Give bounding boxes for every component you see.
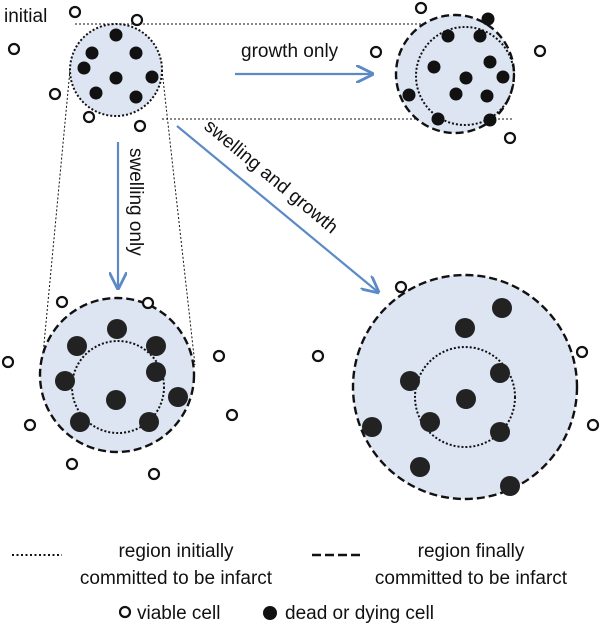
legend-viable: viable cell xyxy=(137,603,220,624)
dead-cell xyxy=(129,90,143,104)
viable-cell xyxy=(133,119,147,133)
dead-cell xyxy=(500,476,520,496)
legend-dotted-line1: region initially xyxy=(118,541,234,562)
dead-cell xyxy=(456,389,476,409)
viable-cell xyxy=(82,110,96,124)
viable-cell xyxy=(533,44,547,58)
dead-cell xyxy=(400,371,420,391)
dead-cell xyxy=(496,70,510,84)
dead-cell xyxy=(106,390,126,410)
label-initial: initial xyxy=(4,6,47,27)
dead-cell xyxy=(483,113,497,127)
dead-cell xyxy=(410,457,430,477)
dead-cell xyxy=(70,412,90,432)
dead-cell xyxy=(449,87,463,101)
dead-cell xyxy=(109,71,123,85)
label-swelling-and-growth: swelling and growth xyxy=(200,116,342,239)
viable-cell xyxy=(414,1,428,15)
dead-cell xyxy=(420,412,440,432)
legend-viable-marker xyxy=(118,605,132,619)
region-sg-outer xyxy=(351,273,579,501)
viable-cell xyxy=(394,280,408,294)
cells xyxy=(1,1,600,496)
dead-cell xyxy=(145,70,159,84)
dead-cell xyxy=(107,319,127,339)
viable-cell xyxy=(48,87,62,101)
viable-cell xyxy=(369,45,383,59)
dead-cell xyxy=(459,71,473,85)
legend-dashed-line1: region finally xyxy=(418,541,525,562)
viable-cell xyxy=(55,295,69,309)
label-swelling-only: swelling only xyxy=(125,148,146,256)
viable-cell xyxy=(130,13,144,27)
dead-cell xyxy=(441,29,455,43)
dead-cell xyxy=(431,112,445,126)
viable-cell xyxy=(147,467,161,481)
arrows xyxy=(118,74,378,292)
dead-cell xyxy=(362,417,382,437)
legend-dead: dead or dying cell xyxy=(285,603,434,624)
dead-cell xyxy=(455,318,475,338)
dead-cell xyxy=(483,55,497,69)
viable-cell xyxy=(68,5,82,19)
dead-cell xyxy=(481,12,495,26)
dead-cell xyxy=(139,412,159,432)
viable-cell xyxy=(586,418,600,432)
dead-cell xyxy=(129,46,143,60)
dead-cell xyxy=(55,371,75,391)
dead-cell xyxy=(67,336,87,356)
dead-cell xyxy=(490,363,510,383)
dead-cell xyxy=(109,28,123,42)
dead-cell xyxy=(77,61,91,75)
label-growth-only: growth only xyxy=(241,41,339,62)
dead-cell xyxy=(146,362,166,382)
viable-cell xyxy=(503,131,517,145)
arrow-swelling-growth xyxy=(176,125,378,292)
viable-cell xyxy=(141,296,155,310)
region-growth-outer xyxy=(394,13,516,135)
guide-right xyxy=(161,69,196,366)
dead-cell xyxy=(490,422,510,442)
legend-dotted-line2: committed to be infarct xyxy=(80,568,273,589)
viable-cell xyxy=(575,345,589,359)
dead-cell xyxy=(427,60,441,74)
viable-cell xyxy=(212,349,226,363)
dead-cell xyxy=(146,336,166,356)
viable-cell xyxy=(225,408,239,422)
viable-cell xyxy=(1,355,15,369)
region-sg-inner xyxy=(414,346,516,448)
viable-cell xyxy=(311,349,325,363)
viable-cell xyxy=(7,42,21,56)
legend-dashed-line2: committed to be infarct xyxy=(375,568,568,589)
viable-cell xyxy=(65,457,79,471)
dead-cell xyxy=(168,387,188,407)
dead-cell xyxy=(89,86,103,100)
guide-left xyxy=(41,69,71,366)
legend: region initially committed to be infarct… xyxy=(12,541,568,624)
dead-cell xyxy=(492,298,512,318)
dead-cell xyxy=(480,89,494,103)
dead-cell xyxy=(473,29,487,43)
legend-dead-marker xyxy=(263,606,277,620)
viable-cell xyxy=(23,418,37,432)
region-growth-inner xyxy=(415,26,515,126)
dead-cell xyxy=(402,88,416,102)
dead-cell xyxy=(85,46,99,60)
